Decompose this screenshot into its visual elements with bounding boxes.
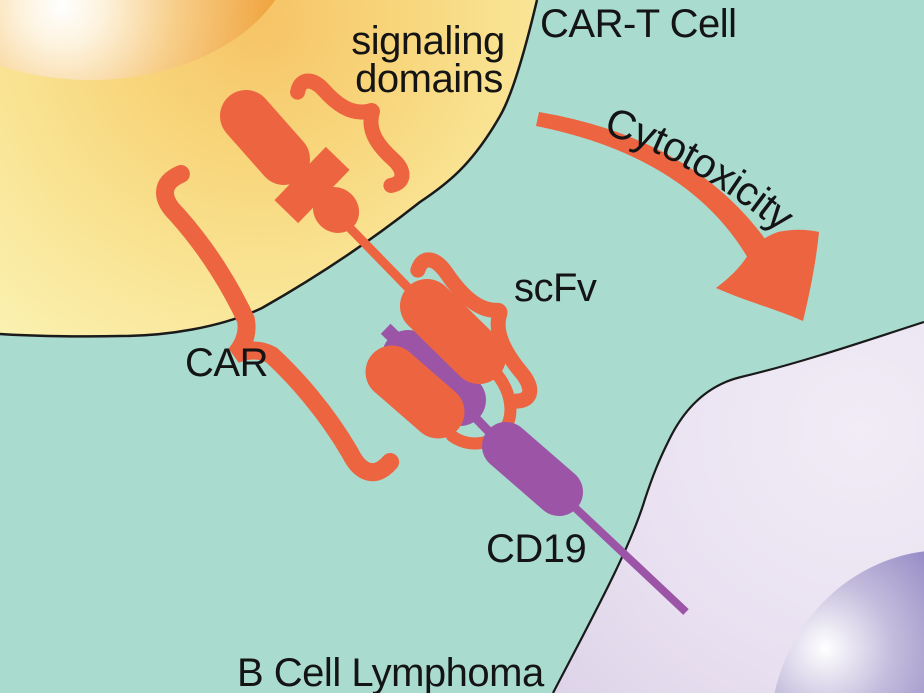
scfv-vl-capsule bbox=[365, 345, 465, 439]
car-t-membrane-outline bbox=[0, 0, 539, 338]
arrow-head bbox=[716, 229, 819, 321]
scfv-brace bbox=[410, 252, 538, 409]
car-t-nucleus bbox=[0, 0, 276, 80]
cd19-domain-nub bbox=[380, 323, 400, 343]
costimulatory-domain-rect bbox=[274, 146, 350, 224]
cd19-transmembrane-line bbox=[549, 483, 689, 615]
b-cell-lymphoma-cell bbox=[552, 320, 924, 693]
b-cell-lymphoma-label: B Cell Lymphoma bbox=[237, 651, 545, 693]
scfv-cd19-complex bbox=[365, 279, 689, 615]
cd19-lower-domain bbox=[482, 422, 583, 516]
signaling-domains-label-line1: signaling bbox=[351, 19, 504, 63]
braces bbox=[156, 73, 538, 482]
cd19-label: CD19 bbox=[486, 527, 586, 571]
scfv-label: scFv bbox=[514, 266, 597, 310]
b-cell-nucleus bbox=[774, 551, 924, 693]
b-cell-membrane-outline bbox=[552, 320, 924, 693]
scfv-vh-capsule bbox=[400, 279, 506, 384]
signaling-domain-capsule bbox=[220, 90, 310, 185]
car-t-cell-label: CAR-T Cell bbox=[540, 2, 737, 46]
signaling-domains-brace bbox=[290, 73, 410, 193]
car-label: CAR bbox=[185, 341, 268, 385]
signaling-domains-label-line2: domains bbox=[355, 57, 503, 101]
cytotoxicity-arrow bbox=[536, 112, 819, 321]
car-brace bbox=[156, 165, 400, 482]
transmembrane-ellipse bbox=[312, 187, 360, 233]
